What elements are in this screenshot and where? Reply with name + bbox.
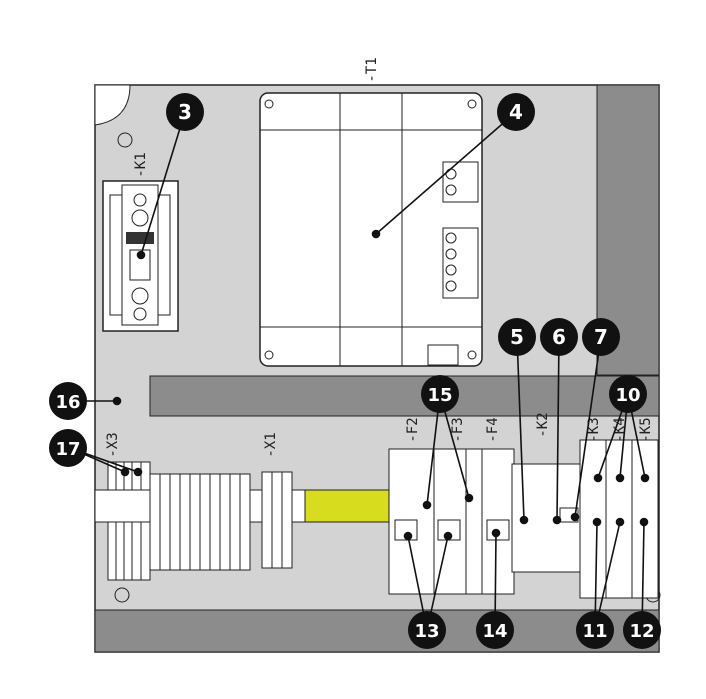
callout-13-text: 13	[414, 621, 439, 642]
callout-7-text: 7	[594, 325, 608, 349]
label-k2: -K2	[535, 412, 551, 437]
callout-15-text: 15	[427, 385, 452, 406]
label-k3: -K3	[586, 417, 602, 442]
callout-11: 11	[576, 611, 614, 649]
terminal-x1	[261, 471, 293, 569]
callout-15: 15	[421, 375, 459, 413]
callout-16-text: 16	[55, 392, 80, 413]
callout-14: 14	[476, 611, 514, 649]
callout-5-text: 5	[510, 325, 524, 349]
callout-17: 17	[49, 429, 87, 467]
label-t1: -T1	[364, 57, 380, 82]
middle-cable-duct	[149, 375, 660, 417]
terminal-blocks	[149, 473, 251, 571]
callouts: 3 4 5 6 7 10 11 12 13 14 15 16 17	[49, 93, 661, 649]
callout-11-text: 11	[582, 621, 607, 642]
callout-10-text: 10	[615, 385, 640, 406]
callout-6-text: 6	[552, 325, 566, 349]
callout-3: 3	[166, 93, 204, 131]
callout-5: 5	[498, 318, 536, 356]
label-f3: -F3	[450, 417, 466, 442]
din-rail-yellow-section	[304, 489, 391, 523]
label-k1: -K1	[133, 152, 149, 177]
bottom-cable-duct	[94, 609, 660, 653]
callout-4-text: 4	[509, 100, 523, 124]
callout-3-text: 3	[178, 100, 192, 124]
label-k5: -K5	[638, 417, 654, 442]
callout-6: 6	[540, 318, 578, 356]
label-f2: -F2	[405, 417, 421, 442]
label-x1: -X1	[263, 432, 279, 457]
callout-16: 16	[49, 382, 87, 420]
device-labels: -T1 -K1 -X3 -X1 -F2 -F3 -F4 -K2 -K3 -K4 …	[105, 57, 654, 457]
callout-14-text: 14	[482, 621, 507, 642]
label-x3: -X3	[105, 432, 121, 457]
callout-7: 7	[582, 318, 620, 356]
leader-lines	[69, 111, 650, 631]
callout-12-text: 12	[629, 621, 654, 642]
label-f4: -F4	[485, 417, 501, 442]
callout-13: 13	[408, 611, 446, 649]
callout-12: 12	[623, 611, 661, 649]
callout-10: 10	[609, 375, 647, 413]
transformer-t1	[259, 92, 483, 367]
fuses-f2-f3-f4	[388, 448, 515, 595]
callout-17-text: 17	[55, 439, 80, 460]
callout-4: 4	[497, 93, 535, 131]
